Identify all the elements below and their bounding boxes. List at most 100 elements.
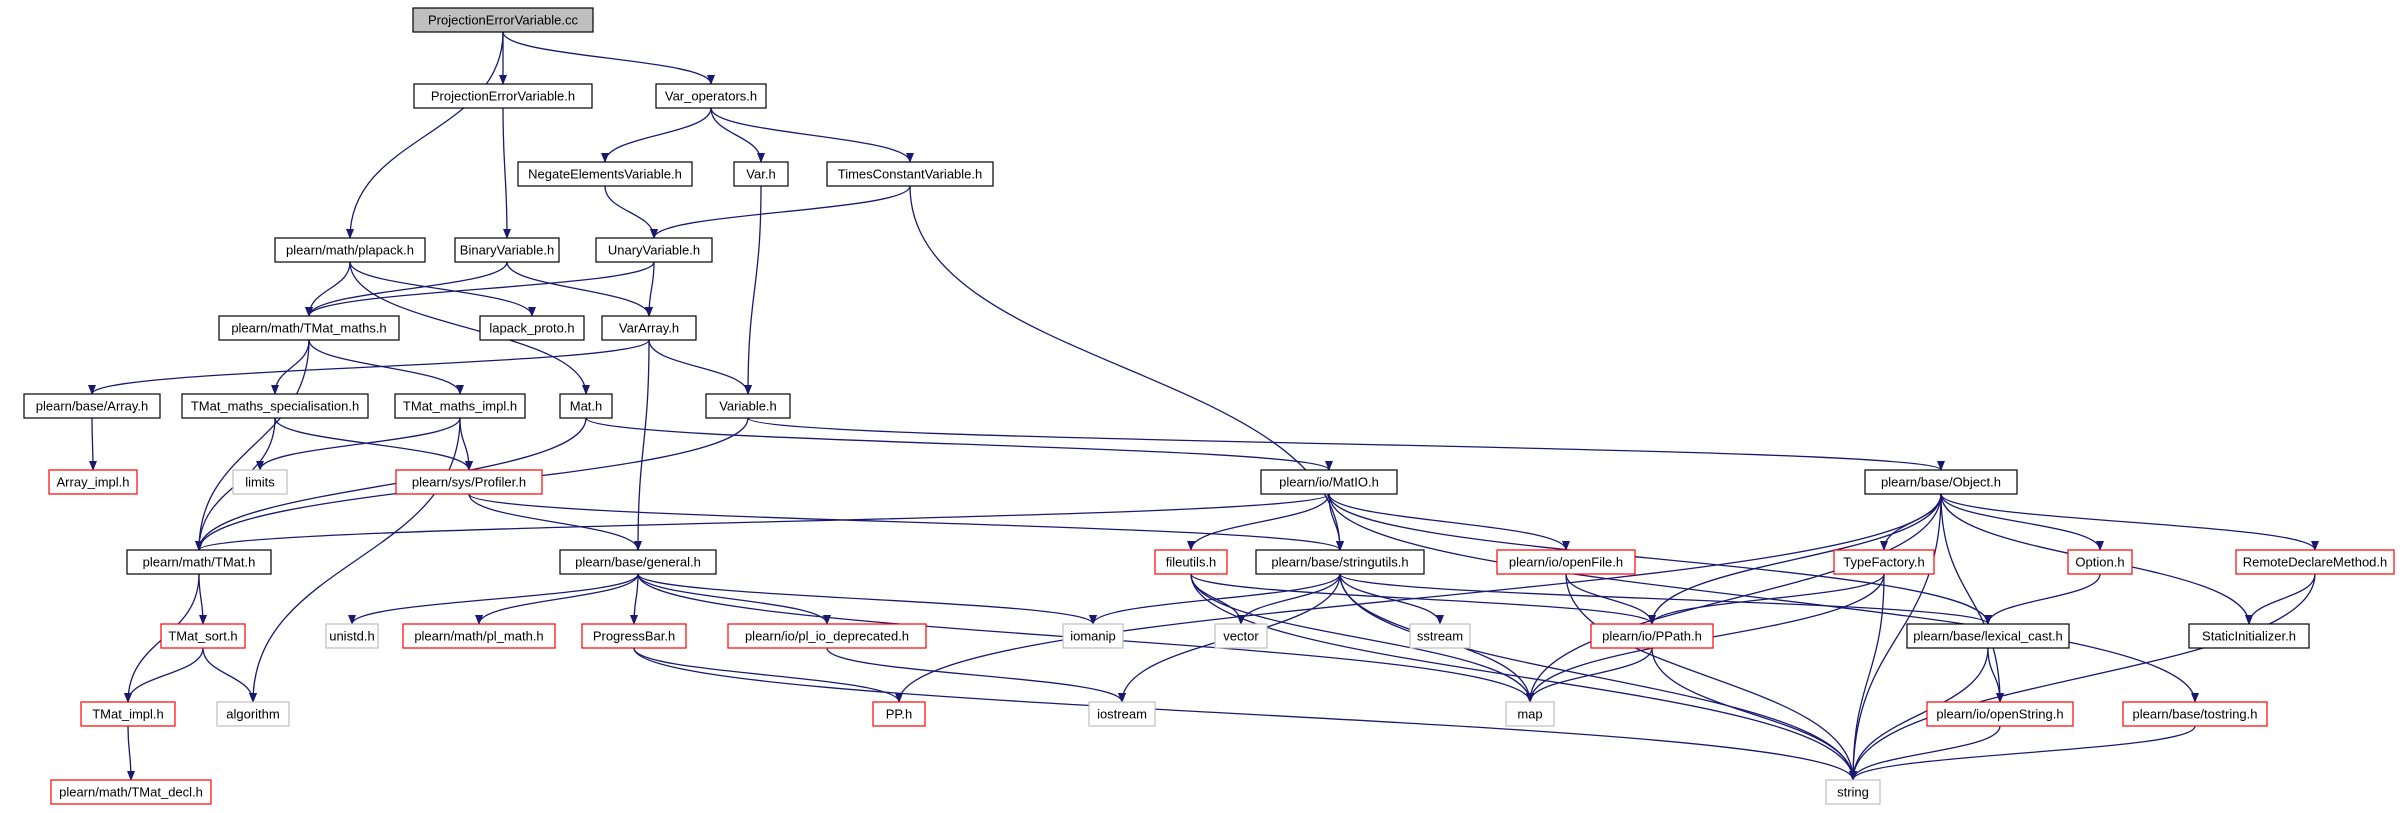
node-box [872,701,926,727]
node-label: UnaryVariable.h [608,243,700,258]
node-label: Option.h [2075,555,2124,570]
node-plearn-base-object-h[interactable]: plearn/base/Object.h [1864,469,2018,495]
node-label: plearn/base/tostring.h [2132,707,2257,722]
node-option-h[interactable]: Option.h [2067,549,2133,575]
node-tmat-impl-h[interactable]: TMat_impl.h [80,701,176,727]
edge-timesconstantvariable-h-to-unaryvariable-h [650,185,911,239]
node-plearn-math-tmat-maths-h[interactable]: plearn/math/TMat_maths.h [218,315,400,341]
node-plearn-base-stringutils-h[interactable]: plearn/base/stringutils.h [1255,549,1425,575]
node-vararray-h[interactable]: VarArray.h [601,315,697,341]
node-pp-h[interactable]: PP.h [872,701,926,727]
node-string: string [1825,779,1881,805]
edge-vararray-h-to-plearn-base-general-h [634,339,650,551]
node-label: VarArray.h [619,321,679,336]
node-plearn-base-lexical-cast-h[interactable]: plearn/base/lexical_cast.h [1906,623,2070,649]
node-progressbar-h[interactable]: ProgressBar.h [581,623,687,649]
node-plearn-math-plapack-h[interactable]: plearn/math/plapack.h [274,237,426,263]
node-plearn-io-openstring-h[interactable]: plearn/io/openString.h [1926,701,2074,727]
edge-timesconstantvariable-h-to-plearn-base-stringutils-h [909,185,1344,551]
node-box [1214,623,1268,649]
node-label: plearn/math/TMat_decl.h [59,785,203,800]
node-plearn-io-openfile-h[interactable]: plearn/io/openFile.h [1496,549,1636,575]
node-label: Variable.h [719,399,777,414]
edge-plearn-io-matio-h-to-fileutils-h [1187,493,1330,551]
edge-fileutils-h-to-string [1190,573,1857,781]
edge-plearn-math-tmat-maths-h-to-plearn-math-tmat-h [195,339,310,551]
node-tmat-maths-impl-h[interactable]: TMat_maths_impl.h [394,393,526,419]
node-box [595,237,713,263]
edge-plearn-sys-profiler-h-to-plearn-base-stringutils-h [468,493,1344,551]
node-mat-h[interactable]: Mat.h [559,393,613,419]
node-label: lapack_proto.h [489,321,574,336]
node-staticinitializer-h[interactable]: StaticInitializer.h [2188,623,2310,649]
node-array-impl-h[interactable]: Array_impl.h [48,469,138,495]
edge-tmat-impl-h-to-plearn-math-tmat-decl-h [126,725,135,781]
node-tmat-sort-h[interactable]: TMat_sort.h [160,623,246,649]
node-var-h[interactable]: Var.h [733,161,789,187]
node-label: string [1837,785,1869,800]
node-unaryvariable-h[interactable]: UnaryVariable.h [595,237,713,263]
edge-plearn-base-object-h-to-plearn-io-ppath-h [1648,493,1942,625]
node-projectionerrorvariable-h[interactable]: ProjectionErrorVariable.h [413,83,593,109]
edge-plearn-base-object-h-to-remotedeclaremethod-h [1940,493,2319,551]
node-box [454,237,560,263]
node-box [1833,549,1935,575]
node-plearn-base-general-h[interactable]: plearn/base/general.h [559,549,717,575]
edge-typefactory-h-to-plearn-io-ppath-h [1648,573,1885,625]
node-fileutils-h[interactable]: fileutils.h [1154,549,1228,575]
node-plearn-math-pl-math-h[interactable]: plearn/math/pl_math.h [402,623,556,649]
node-label: plearn/math/pl_math.h [414,629,543,644]
node-negateelementsvariable-h[interactable]: NegateElementsVariable.h [517,161,693,187]
node-variable-h[interactable]: Variable.h [705,393,791,419]
edge-plearn-base-stringutils-h-to-iomanip [1089,573,1341,625]
node-label: NegateElementsVariable.h [528,167,682,182]
edge-plearn-io-matio-h-to-plearn-base-tostring-h [1328,493,2199,703]
node-plearn-base-array-h[interactable]: plearn/base/Array.h [23,393,161,419]
node-plearn-io-pl-io-deprecated-h[interactable]: plearn/io/pl_io_deprecated.h [727,623,927,649]
node-iostream: iostream [1088,701,1156,727]
edge-plearn-math-tmat-maths-h-to-tmat-maths-specialisation-h [271,339,310,395]
node-box [1088,701,1156,727]
edge-fileutils-h-to-map [1190,573,1534,703]
node-plearn-io-matio-h[interactable]: plearn/io/MatIO.h [1260,469,1398,495]
node-label: Mat.h [570,399,603,414]
edge-plearn-base-general-h-to-iomanip [637,573,1097,625]
edge-plearn-io-matio-h-to-plearn-math-tmat-h [195,493,1330,551]
edge-vararray-h-to-variable-h [648,339,752,395]
node-plearn-math-tmat-h[interactable]: plearn/math/TMat.h [126,549,272,575]
node-var-operators-h[interactable]: Var_operators.h [655,83,767,109]
node-box [2122,701,2268,727]
edge-plearn-math-tmat-h-to-tmat-sort-h [198,573,207,625]
edge-plearn-io-matio-h-to-plearn-base-lexical-cast-h [1328,493,1992,625]
edge-fileutils-h-to-plearn-io-ppath-h [1190,573,1656,625]
edge-plearn-base-object-h-to-typefactory-h [1880,493,1942,551]
node-map: map [1505,701,1555,727]
node-box [80,701,176,727]
node-timesconstantvariable-h[interactable]: TimesConstantVariable.h [826,161,994,187]
node-box [216,701,290,727]
node-label: ProjectionErrorVariable.h [431,89,575,104]
node-label: iomanip [1070,629,1116,644]
node-box [232,469,288,495]
node-lapack-proto-h[interactable]: lapack_proto.h [479,315,585,341]
node-remotedeclaremethod-h[interactable]: RemoteDeclareMethod.h [2235,549,2395,575]
node-box [1154,549,1228,575]
node-plearn-base-tostring-h[interactable]: plearn/base/tostring.h [2122,701,2268,727]
node-box [581,623,687,649]
node-label: plearn/base/Object.h [1881,475,2001,490]
node-plearn-io-ppath-h[interactable]: plearn/io/PPath.h [1590,623,1714,649]
node-tmat-maths-specialisation-h[interactable]: TMat_maths_specialisation.h [181,393,369,419]
edge-projectionerrorvariable-cc-to-plearn-math-plapack-h [346,31,504,239]
node-projectionerrorvariable-cc: ProjectionErrorVariable.cc [412,7,594,33]
edge-plearn-math-plapack-h-to-mat-h [349,261,590,395]
node-plearn-sys-profiler-h[interactable]: plearn/sys/Profiler.h [395,469,543,495]
node-plearn-math-tmat-decl-h[interactable]: plearn/math/TMat_decl.h [50,779,212,805]
node-label: algorithm [226,707,279,722]
node-binaryvariable-h[interactable]: BinaryVariable.h [454,237,560,263]
node-typefactory-h[interactable]: TypeFactory.h [1833,549,1935,575]
node-label: vector [1223,629,1259,644]
node-label: TMat_sort.h [168,629,237,644]
node-box [559,549,717,575]
edge-mat-h-to-plearn-math-tmat-h [195,417,587,551]
